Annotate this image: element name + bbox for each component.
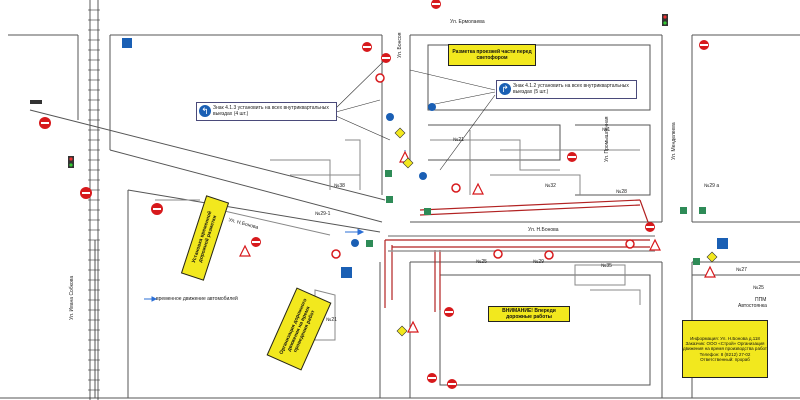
street-label-promyshlennaya: Ул. Промышленная (604, 116, 610, 162)
detour-arrows (144, 150, 406, 302)
priority-road-icon (396, 325, 408, 337)
no-stopping-icon (625, 239, 635, 249)
priority-road-icon (394, 127, 406, 139)
direction-sign-icon (428, 103, 436, 111)
no-stopping-icon (451, 183, 461, 193)
no-entry-icon (151, 203, 163, 215)
note-top: Разметка проезжей части перед светофором (448, 44, 536, 66)
road-works-icon (407, 320, 419, 333)
direction-sign-icon (122, 38, 132, 48)
callout-right-sign: ↱ Знак 4.1.2 установить на всех внутрикв… (496, 80, 637, 99)
callout-leaders (335, 59, 496, 171)
building-number: №35 (601, 263, 612, 269)
info-sign-icon (699, 207, 706, 214)
direction-sign-icon (351, 239, 359, 247)
building-number: №27 (736, 267, 747, 273)
no-entry-icon (381, 53, 391, 63)
building-number: №29 а (704, 183, 720, 189)
traffic-light-icon (662, 14, 668, 26)
no-entry-icon (427, 373, 437, 383)
info-sign-icon (366, 240, 373, 247)
no-entry-icon (567, 152, 577, 162)
block-outlines (0, 34, 800, 399)
ppm-label: ППМ (755, 297, 767, 303)
signs-priority (394, 127, 718, 337)
street-label-ivanova-main: Ул. Н.Бонова (528, 227, 559, 233)
info-sign-icon (386, 196, 393, 203)
no-entry-icon (80, 187, 92, 199)
signs-blue (30, 38, 728, 278)
traffic-light-icon (68, 156, 74, 168)
building-number: №32 (545, 183, 556, 189)
parking-label: Автостоянка (738, 303, 767, 309)
direction-sign-icon (341, 267, 352, 278)
info-sign-icon (385, 170, 392, 177)
work-band (388, 235, 655, 252)
railway (88, 0, 100, 400)
no-entry-icon (444, 307, 454, 317)
priority-road-icon (402, 157, 414, 169)
direction-sign-icon (30, 100, 42, 104)
info-sign-icon (424, 208, 431, 215)
building-number: №21 (326, 317, 337, 323)
no-entry-icon (362, 42, 372, 52)
building-number: №1 (602, 127, 611, 133)
priority-road-icon (706, 251, 718, 263)
no-stopping-icon (375, 73, 385, 83)
road-works-icon (649, 238, 661, 251)
no-entry-icon (699, 40, 709, 50)
no-stopping-icon (493, 249, 503, 259)
traffic-lights (68, 14, 668, 168)
building-number: №29-1 (315, 211, 331, 217)
diagonal-road (29, 109, 386, 223)
inner-lanes (155, 130, 641, 341)
no-entry-icon (447, 379, 457, 389)
callout-left-text: Знак 4.1.3 установить на всех внутриквар… (213, 105, 329, 118)
direction-sign-icon (717, 238, 728, 249)
turn-right-icon: ↱ (499, 83, 511, 96)
callout-left-sign: ↰ Знак 4.1.3 установить на всех внутрикв… (196, 102, 337, 121)
no-stopping-icon (544, 250, 554, 260)
no-entry-icon (39, 117, 51, 129)
building-number: №38 (334, 183, 345, 189)
info-sign-icon (693, 258, 700, 265)
building-number: №29 (533, 259, 544, 265)
road-works-icon (704, 265, 716, 278)
street-label-ivan-sobkova: Ул. Ивана Собкова (69, 275, 75, 320)
info-sign-icon (680, 207, 687, 214)
info-board: Информация: Ул. Н.Бонова д.118 Заказчик:… (682, 320, 768, 378)
no-entry-icon (431, 0, 441, 9)
street-label-mendeleeva: Ул. Менделеева (671, 122, 677, 160)
work-zone (384, 199, 650, 312)
signs-warning (239, 150, 716, 333)
legend-detour-text: временное движение автомобилей (156, 296, 238, 302)
callout-right-text: Знак 4.1.2 установить на всех внутриквар… (513, 83, 629, 96)
building-number: №25 (753, 285, 764, 291)
no-entry-icon (251, 237, 261, 247)
building-number: №25 (476, 259, 487, 265)
road-works-icon (472, 182, 484, 195)
road-works-icon (239, 244, 251, 257)
note-center-warning: ВНИМАНИЕ! Впереди дорожные работы (488, 306, 570, 322)
street-label-ermolaeva: Ул. Ермолаева (450, 19, 485, 25)
direction-sign-icon (386, 113, 394, 121)
signs-red (39, 0, 709, 389)
turn-left-icon: ↰ (199, 105, 211, 118)
no-stopping-icon (331, 249, 341, 259)
legend-detour: временное движение автомобилей (156, 296, 238, 302)
building-number: №28 (616, 189, 627, 195)
street-label-bonsoia: Ул. Бонсоя (397, 32, 403, 58)
building-number: №21 (453, 137, 464, 143)
signs-green (366, 170, 706, 265)
direction-sign-icon (419, 172, 427, 180)
no-entry-icon (645, 222, 655, 232)
